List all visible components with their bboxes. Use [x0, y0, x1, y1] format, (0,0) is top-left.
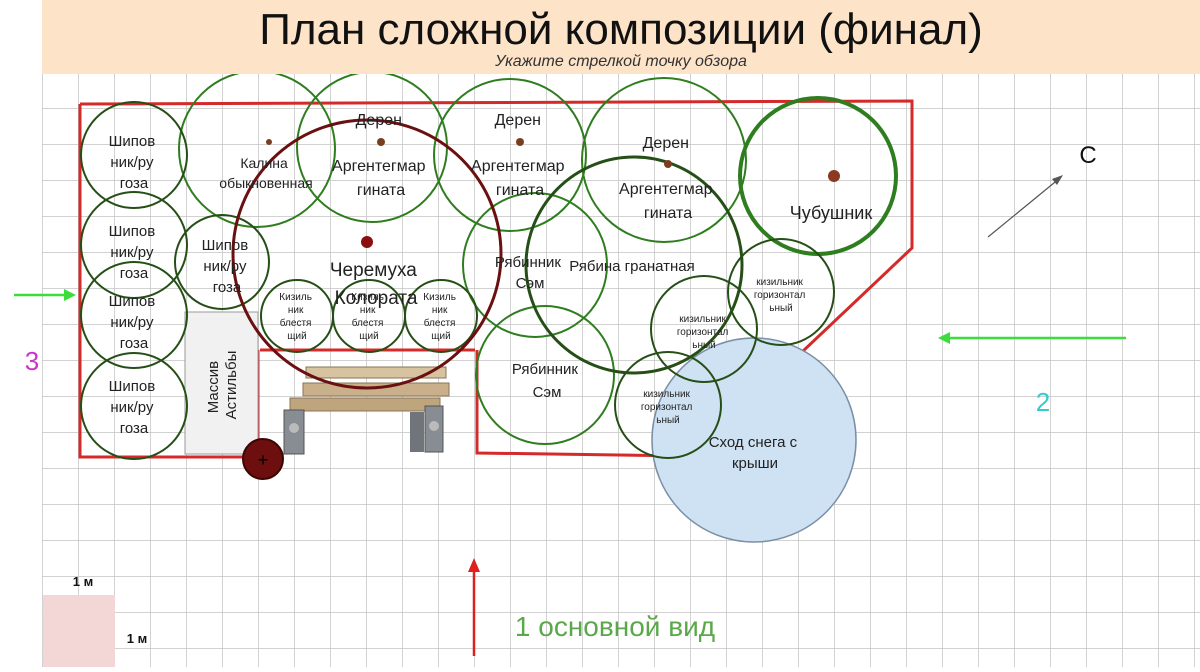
- deren-3-circle: [581, 77, 747, 243]
- svg-text:+: +: [258, 450, 269, 470]
- view-2-label: 2: [1036, 387, 1050, 417]
- shipovnik-2-label: Шипов ник/ру гоза: [109, 223, 160, 282]
- ryabinnik-2-circle: [475, 305, 615, 445]
- bed-outline-left: [78, 104, 258, 459]
- snow-label: Сход снега с крыши: [709, 434, 802, 472]
- shipovnik-4-circle: [80, 352, 188, 460]
- scale-square: [43, 595, 115, 667]
- kizilnik-gor-3-circle: [614, 351, 722, 459]
- view-1-arrow-icon: [468, 558, 480, 656]
- north-label: С: [1079, 142, 1096, 169]
- cheremukha-circle: [231, 118, 503, 390]
- ryabinnik-1-label: Рябинник Сэм: [495, 254, 565, 292]
- shipovnik-3-circle: [80, 261, 188, 369]
- kizilnik-blest-2-label: Кизиль ник блестя щий: [351, 292, 386, 342]
- kalina-label: Калина обыкновенная: [219, 155, 312, 191]
- shipovnik-1-circle: [80, 101, 188, 209]
- deren-2-circle: [433, 78, 587, 232]
- deren-2-label: Дерен Аргентегмар гината: [471, 112, 569, 199]
- plant-center-dots: [266, 138, 840, 248]
- title-band: [42, 0, 1200, 74]
- shipovnik-3-label: Шипов ник/ру гоза: [109, 293, 160, 352]
- view-1-label: 1 основной вид: [515, 611, 715, 642]
- ryabinnik-1-circle: [462, 192, 608, 338]
- shipovnik-5-circle: [174, 214, 270, 310]
- kizilnik-blest-1-label: Кизиль ник блестя щий: [279, 292, 314, 342]
- scale-label-side: 1 м: [127, 631, 147, 646]
- kizilnik-gor-2-label: кизильник горизонтал ьный: [754, 277, 808, 314]
- ryabina-label: Рябина гранатная: [569, 258, 694, 275]
- kizilnik-blest-3-label: Кизиль ник блестя щий: [423, 292, 458, 342]
- cheremukha-label: Черемуха Колората: [330, 260, 422, 309]
- deren-3-label: Дерен Аргентегмар гината: [619, 135, 717, 222]
- page-title: План сложной композиции (финал): [259, 5, 983, 54]
- north-arrow-icon: [987, 175, 1063, 238]
- tree-marker-icon: +: [242, 438, 284, 480]
- view-3-arrow-icon: [14, 289, 76, 301]
- kizilnik-gor-1-label: кизильник горизонтал ьный: [677, 314, 731, 351]
- shipovnik-4-label: Шипов ник/ру гоза: [109, 378, 160, 437]
- chubushnik-label: Чубушник: [790, 203, 873, 223]
- shipovnik-5-label: Шипов ник/ру гоза: [202, 237, 253, 296]
- ryabinnik-2-label: Рябинник Сэм: [512, 361, 582, 401]
- scale-label-top: 1 м: [73, 574, 93, 589]
- kizilnik-gor-1-circle: [650, 275, 758, 383]
- page-subtitle: Укажите стрелкой точку обзора: [495, 53, 747, 70]
- shipovnik-2-circle: [80, 191, 188, 299]
- kizilnik-gor-2-circle: [727, 238, 835, 346]
- ryabina-circle: [524, 155, 744, 375]
- astilba-mass: [184, 311, 259, 455]
- shipovnik-1-label: Шипов ник/ру гоза: [109, 133, 160, 192]
- view-3-label: 3: [25, 346, 39, 376]
- deren-1-label: Дерен Аргентегмар гината: [332, 112, 430, 199]
- astilba-label: Массив Астильбы: [205, 351, 240, 420]
- view-2-arrow-icon: [938, 332, 1126, 344]
- kizilnik-gor-3-label: кизильник горизонтал ьный: [641, 389, 695, 426]
- kizilnik-blest-3-circle: [404, 279, 478, 353]
